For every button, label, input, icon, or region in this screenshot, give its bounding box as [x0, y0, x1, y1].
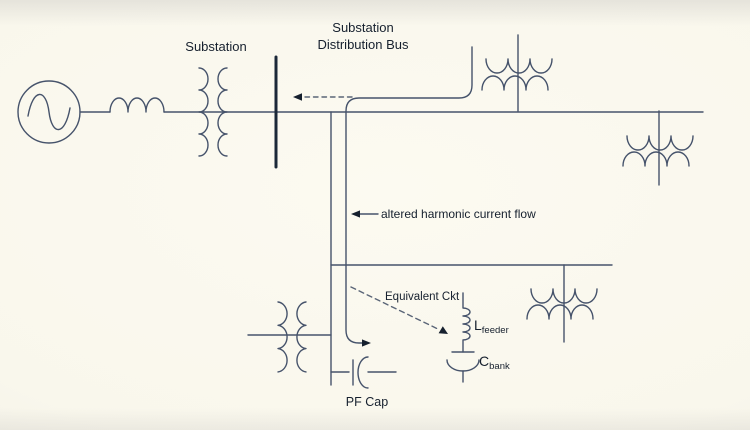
altered-current-path-arrowhead [362, 339, 371, 347]
l-feeder-symbol: L [474, 317, 482, 333]
substation-transformer-secondary [217, 67, 228, 157]
equivalent-capacitor-curved-plate [446, 359, 480, 372]
feeder-transformer-lower-secondary [526, 304, 594, 320]
equivalent-ckt-dashed-line [350, 286, 441, 331]
l-feeder-subscript: feeder [481, 325, 509, 336]
equivalent-circuit-icon [446, 292, 480, 383]
substation-transformer-primary [198, 67, 209, 157]
altered-flow-arrowhead [351, 210, 360, 218]
load-transformer-icon [247, 301, 332, 373]
feeder-transformer-top-secondary [481, 75, 549, 91]
equivalent-ckt-label: Equivalent Ckt [385, 291, 460, 303]
distribution-bus-label: Substation Distribution Bus [288, 19, 438, 53]
altered-current-path [345, 46, 473, 344]
ac-generator-icon [17, 80, 81, 144]
bus-harmonic-arrowhead [293, 93, 302, 101]
c-bank-label: Cbank [479, 353, 510, 372]
source-inductor-icon [109, 97, 165, 113]
feeder-transformer-top-icon [481, 34, 553, 112]
load-transformer-secondary [296, 301, 307, 373]
c-bank-symbol: C [479, 353, 490, 369]
feeder-transformer-right-primary [626, 135, 694, 151]
feeder-transformer-top-primary [485, 58, 553, 74]
load-transformer-primary [277, 301, 288, 373]
feeder-transformer-lower-icon [526, 264, 598, 343]
feeder-transformer-right-icon [622, 110, 694, 186]
l-feeder-label: Lfeeder [474, 317, 509, 336]
feeder-transformer-right-secondary [622, 151, 690, 167]
feeder-transformer-lower-primary [530, 288, 598, 304]
equivalent-inductor-icon [462, 292, 471, 353]
pf-cap-label: PF Cap [345, 395, 389, 409]
pf-capacitor-icon [330, 356, 397, 389]
pf-capacitor-curved-plate [357, 356, 369, 389]
distribution-bus-label-line1: Substation [332, 20, 394, 35]
substation-transformer-icon [198, 67, 228, 157]
equivalent-ckt-arrowhead [438, 326, 448, 334]
distribution-bus-label-line2: Distribution Bus [317, 37, 409, 52]
c-bank-subscript: bank [489, 361, 510, 372]
altered-flow-label: altered harmonic current flow [381, 207, 536, 221]
generator-sine-wave [27, 93, 71, 131]
substation-label: Substation [185, 39, 247, 54]
